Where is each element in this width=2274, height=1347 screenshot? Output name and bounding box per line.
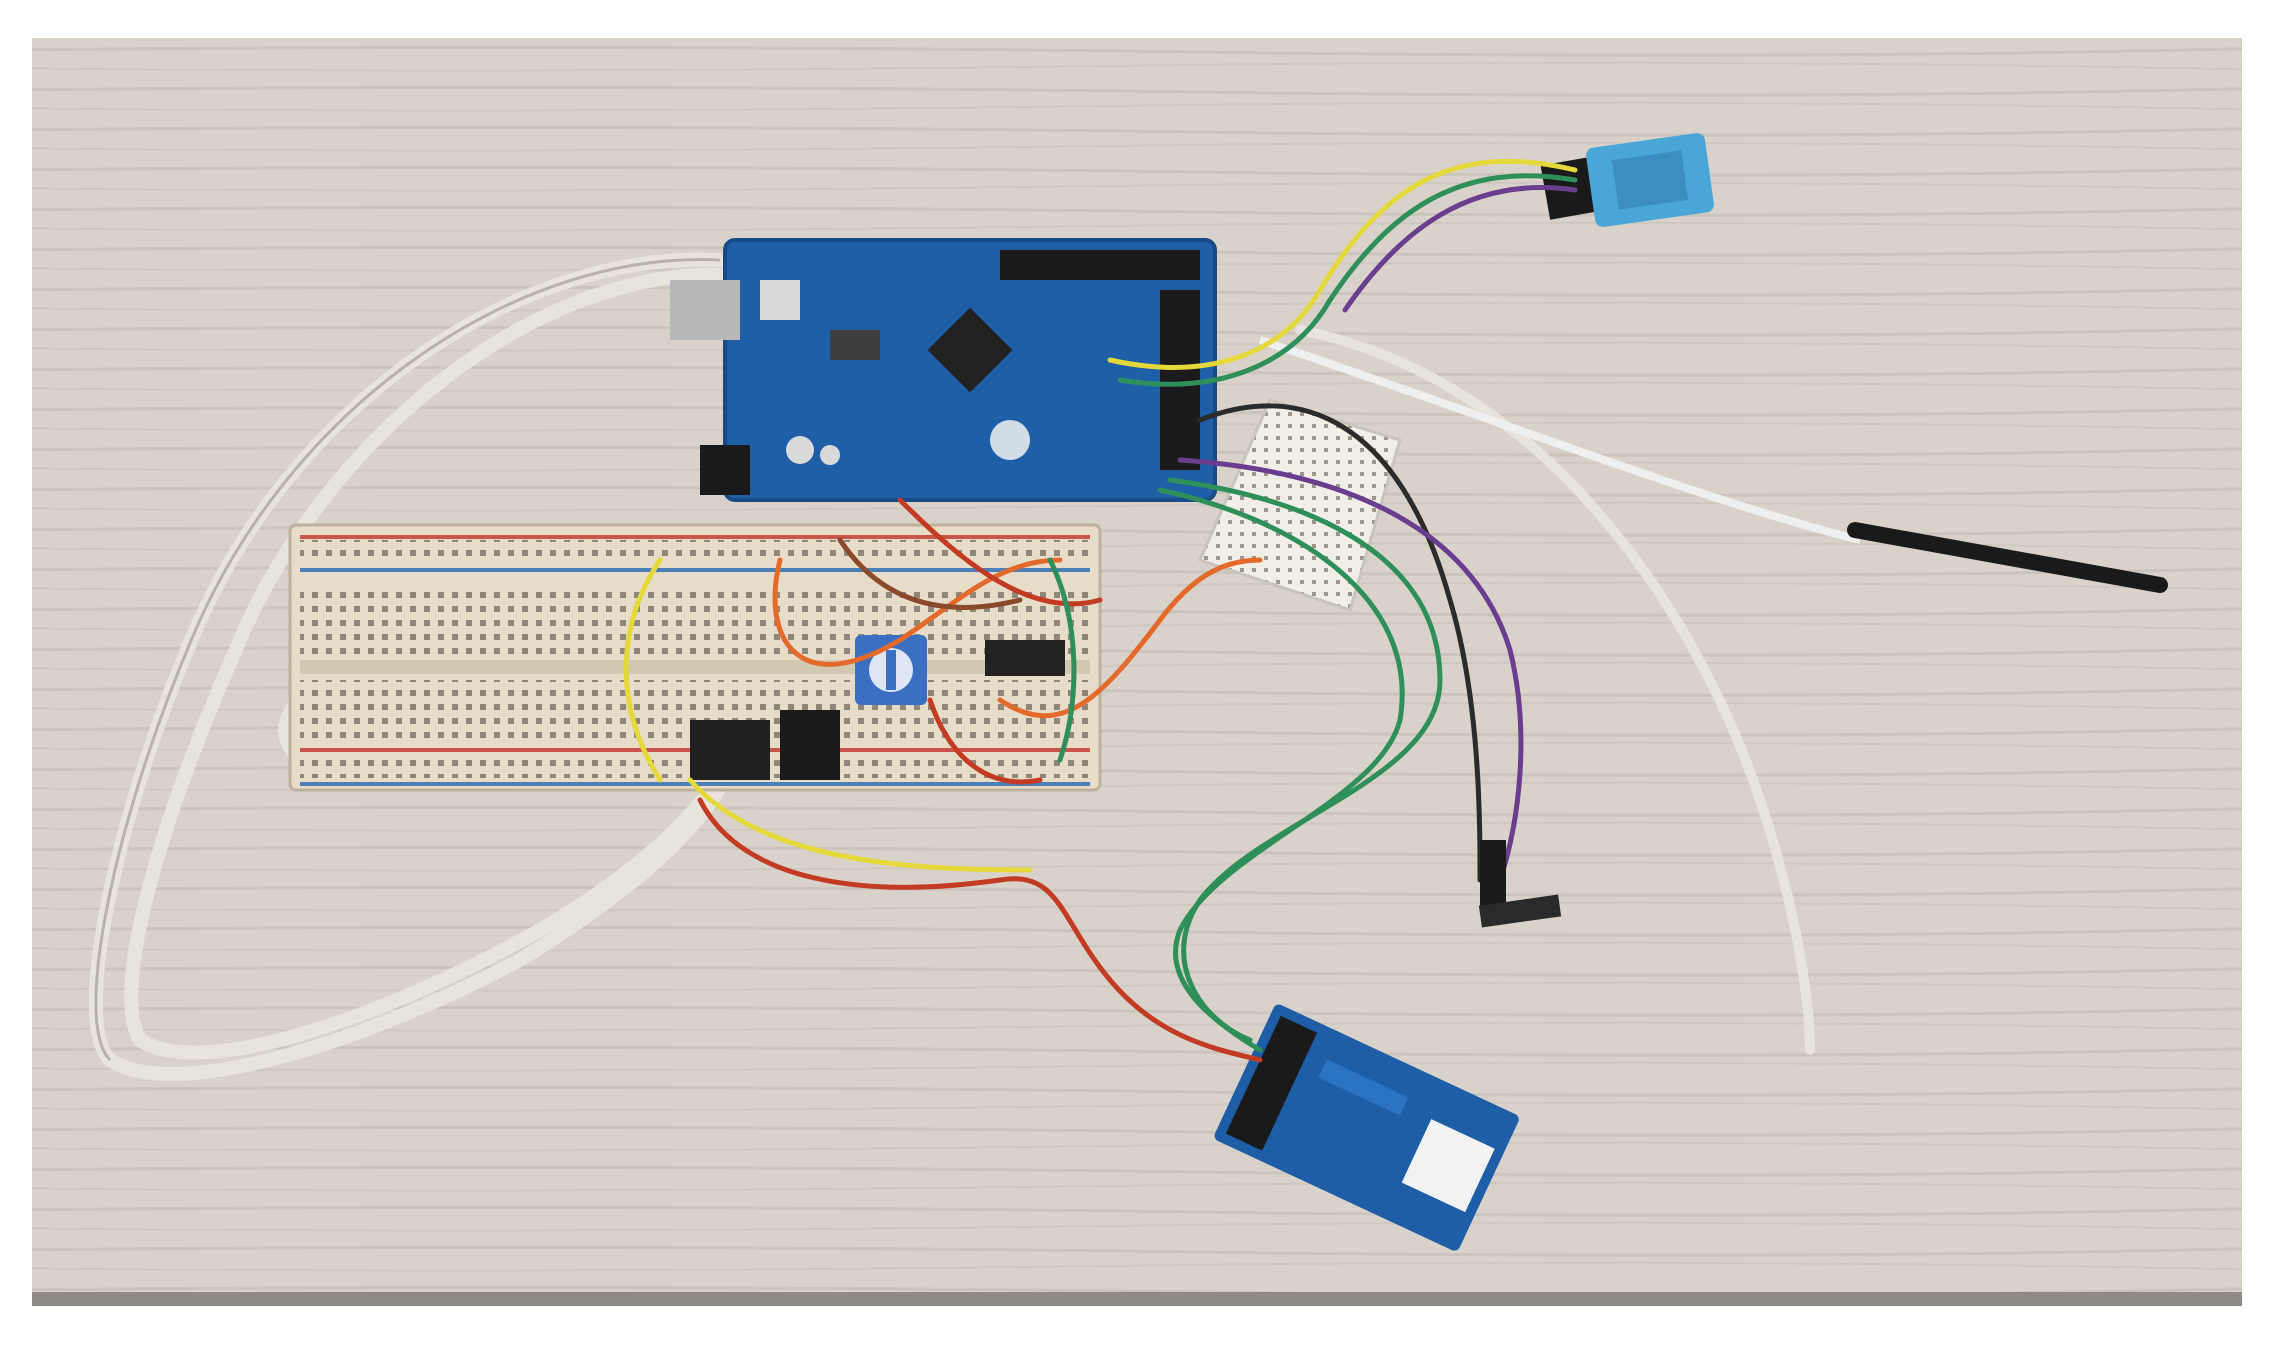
wire-connector-end (1478, 894, 1562, 928)
wire-connector (1480, 840, 1506, 910)
connector-block (690, 720, 770, 780)
relay-module (780, 710, 840, 780)
soil-moisture-module (1214, 1004, 1519, 1251)
temperature-probe (1258, 336, 2168, 593)
ic-chip (985, 640, 1065, 676)
jumper-wires (623, 158, 1578, 1063)
arduino-board (670, 238, 1217, 502)
table-edge-shadow (32, 1292, 2242, 1306)
